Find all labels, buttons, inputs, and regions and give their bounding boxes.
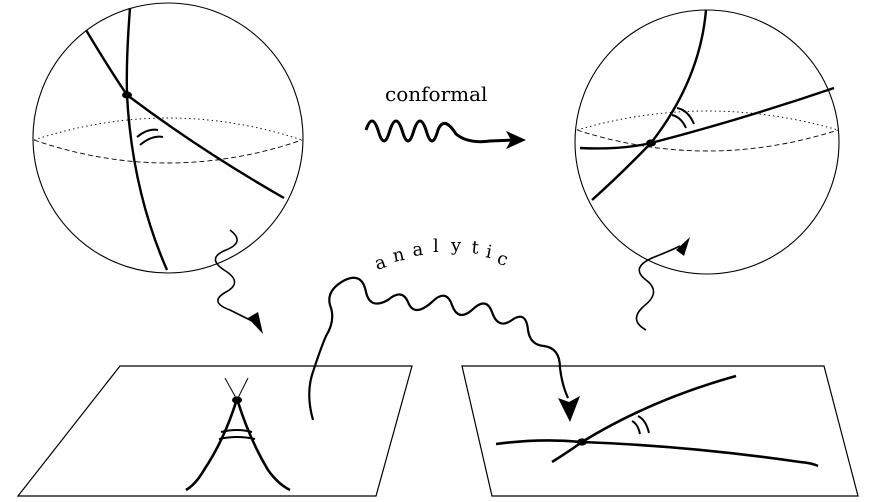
right-up-arrowhead <box>676 237 690 256</box>
right-angle-mark-2 <box>676 107 695 125</box>
analytic-label: a n a l y t i c <box>372 235 510 275</box>
right-curve-a <box>579 86 835 150</box>
right-intersection-point <box>646 139 656 147</box>
left-curve-a <box>84 29 285 200</box>
left-plane <box>16 365 413 497</box>
analytic-letter: a <box>411 239 424 261</box>
left-down-arrow-shaft <box>214 229 255 323</box>
left-thin-line-b <box>237 377 249 399</box>
right-plane <box>461 365 859 497</box>
analytic-letter: a <box>372 251 389 274</box>
analytic-letter: n <box>391 244 407 267</box>
left-equator-front <box>33 139 303 164</box>
right-sphere <box>574 9 840 275</box>
left-plane-curve-b <box>236 401 291 492</box>
left-equator-back <box>33 117 303 141</box>
right-plane-curve-b <box>551 374 737 464</box>
analytic-arch-shaft <box>308 276 569 421</box>
analytic-letter: l <box>433 236 439 257</box>
analytic-letter: t <box>470 237 480 259</box>
conformal-arrow-shaft <box>364 119 515 144</box>
right-sphere-outline <box>574 9 840 275</box>
left-plane-point <box>232 396 242 404</box>
left-plane-angle-mark-1 <box>220 429 253 433</box>
right-angle-mark-1 <box>671 114 687 129</box>
analytic-arch-arrowhead <box>558 396 580 422</box>
left-sphere-outline <box>32 2 304 274</box>
right-up-arrow-shaft <box>635 245 681 331</box>
right-plane-angle-mark-1 <box>631 420 641 435</box>
left-plane-outline <box>16 365 413 497</box>
left-angle-mark-1 <box>136 128 159 138</box>
left-plane-curve-a <box>185 401 238 492</box>
conformal-label: conformal <box>385 82 487 106</box>
left-thin-line-a <box>224 377 237 399</box>
left-curve-b <box>125 7 169 271</box>
left-down-arrowhead <box>248 312 263 334</box>
analytic-letter: y <box>450 235 462 256</box>
left-plane-angle-mark-2 <box>218 436 256 440</box>
right-curve-b <box>591 9 708 201</box>
left-intersection-point <box>122 91 132 99</box>
conformal-arrowhead <box>506 131 526 149</box>
right-equator-back <box>576 110 839 131</box>
analytic-letter: i <box>484 241 494 263</box>
right-plane-point <box>577 438 587 446</box>
left-sphere <box>32 2 304 274</box>
right-plane-outline <box>461 365 859 497</box>
right-plane-curve-a <box>495 439 819 468</box>
analytic-letter: c <box>494 248 510 271</box>
left-angle-mark-2 <box>139 135 164 146</box>
right-equator-front <box>576 129 839 152</box>
right-plane-angle-mark-2 <box>637 415 650 434</box>
